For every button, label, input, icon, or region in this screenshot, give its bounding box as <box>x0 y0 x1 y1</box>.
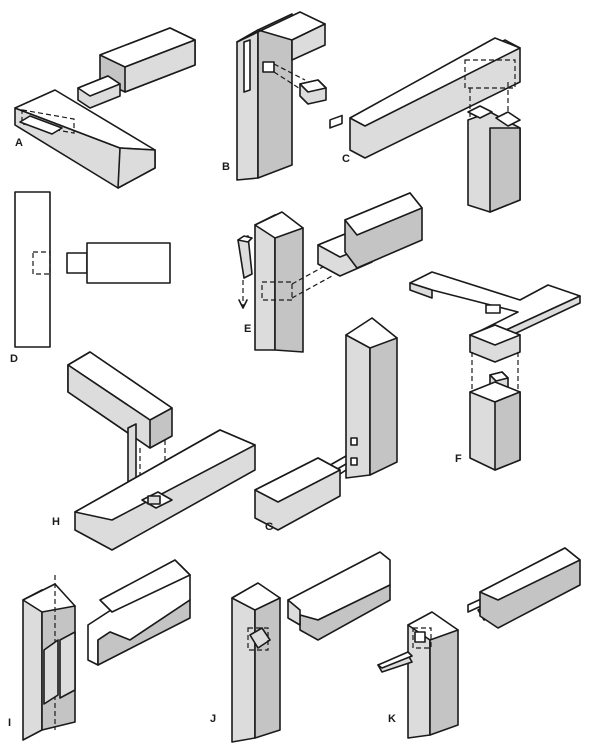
label-a: A <box>15 137 23 149</box>
joint-j: J <box>210 551 391 743</box>
label-b: B <box>222 161 230 173</box>
label-i: I <box>8 717 11 729</box>
label-j: J <box>210 713 216 725</box>
label-f: F <box>455 453 462 465</box>
joint-k: K <box>377 547 581 739</box>
label-d: D <box>10 353 18 365</box>
label-c: C <box>342 153 350 165</box>
joint-f: F <box>409 271 581 471</box>
joint-e: E <box>237 114 423 353</box>
joint-d: D <box>10 191 171 365</box>
label-k: K <box>388 713 396 725</box>
joint-g: G <box>254 317 398 533</box>
label-h: H <box>52 516 60 528</box>
joint-c: C <box>342 37 521 213</box>
label-e: E <box>244 323 251 335</box>
joint-b: B <box>222 11 327 181</box>
label-g: G <box>265 521 274 533</box>
joint-a: A <box>14 27 196 189</box>
joint-i: I <box>8 559 191 741</box>
joint-h: H <box>52 351 256 551</box>
